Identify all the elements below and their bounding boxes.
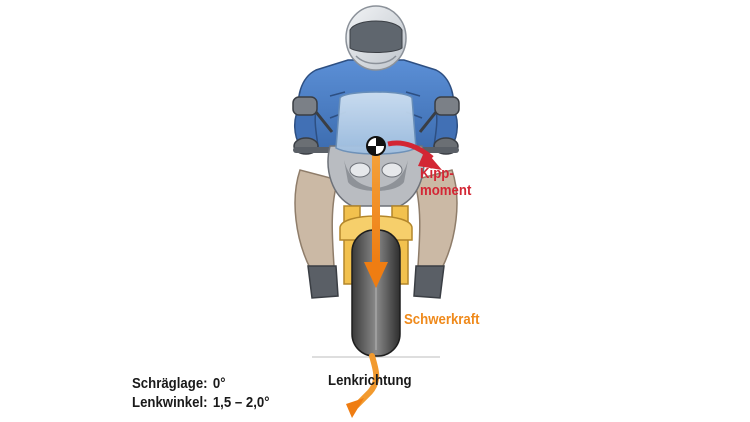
stat-value: 0° xyxy=(212,375,226,392)
stat-row-schraeglage: Schräglage:0° xyxy=(132,374,270,393)
schwerkraft-arrow xyxy=(364,150,388,288)
center-of-gravity-icon xyxy=(366,136,386,156)
kippmoment-label-line2: moment xyxy=(420,182,472,199)
kippmoment-label: Kipp- moment xyxy=(420,165,471,199)
lenkrichtung-label: Lenkrichtung xyxy=(328,372,412,389)
front-wheel xyxy=(351,229,401,357)
lenkrichtung-arrow xyxy=(346,353,380,418)
stat-key: Schräglage: xyxy=(132,375,208,392)
stat-row-lenkwinkel: Lenkwinkel:1,5 – 2,0° xyxy=(132,393,270,412)
rider-arms xyxy=(293,107,459,155)
rider-helmet xyxy=(345,5,407,71)
kippmoment-arrow xyxy=(387,140,442,170)
stat-key: Lenkwinkel: xyxy=(132,394,208,411)
schwerkraft-label: Schwerkraft xyxy=(404,311,480,328)
mirrors xyxy=(292,96,460,133)
kippmoment-label-line1: Kipp- xyxy=(420,165,454,182)
angle-stats: Schräglage:0° Lenkwinkel:1,5 – 2,0° xyxy=(132,374,270,412)
stat-value: 1,5 – 2,0° xyxy=(212,394,270,411)
rider-legs xyxy=(294,169,458,299)
